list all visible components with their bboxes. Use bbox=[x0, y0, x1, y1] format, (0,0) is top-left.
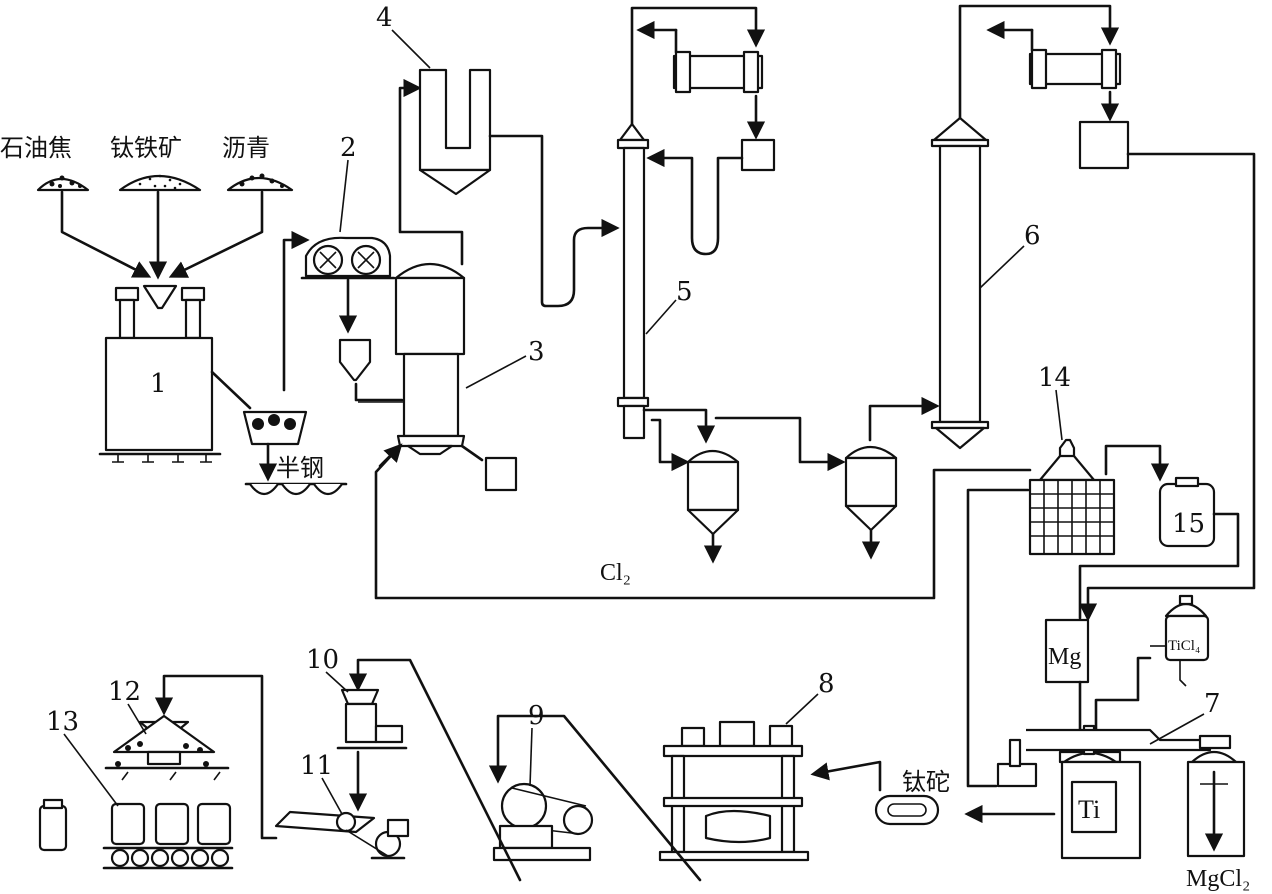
vibrating-screen bbox=[336, 688, 408, 750]
chlorine-recycle-line bbox=[374, 443, 1032, 600]
sponge-to-press-arrow bbox=[810, 760, 882, 792]
label-15: 15 bbox=[1172, 509, 1205, 539]
label-6: 6 bbox=[1024, 221, 1041, 251]
label-12: 12 bbox=[108, 677, 141, 707]
asphalt-pile bbox=[226, 177, 294, 192]
label-1: 1 bbox=[150, 369, 167, 399]
semi-steel-label: 半钢 bbox=[276, 454, 324, 482]
separator-2 bbox=[844, 445, 898, 560]
semi-steel-ladles bbox=[242, 410, 348, 496]
crusher-9-to-screen-10 bbox=[348, 658, 522, 882]
product-drum bbox=[38, 804, 68, 852]
tower-5-to-separator-1 bbox=[642, 408, 716, 444]
label-7: 7 bbox=[1204, 689, 1221, 719]
raw-material-piles bbox=[36, 173, 294, 192]
feed-hopper bbox=[338, 338, 372, 382]
settler-to-tower-5 bbox=[488, 134, 620, 308]
mgcl2-label: MgCl₂ bbox=[1186, 866, 1250, 892]
magnesium-label: Mg bbox=[1048, 644, 1081, 670]
ilmenite-label: 钛铁矿 bbox=[110, 134, 182, 162]
reactor-crossbeam bbox=[996, 728, 1212, 788]
label-4: 4 bbox=[376, 3, 393, 33]
label-11: 11 bbox=[300, 751, 333, 781]
titanium-label: Ti bbox=[1078, 795, 1100, 824]
tower-5-top-loop bbox=[630, 6, 776, 256]
titanium-sponge-ingot bbox=[874, 794, 940, 826]
ticl4-label: TiCl₄ bbox=[1168, 638, 1200, 654]
separator-1 bbox=[686, 449, 740, 564]
label-8: 8 bbox=[818, 669, 835, 699]
jaw-crusher bbox=[492, 782, 594, 862]
press-to-crusher-9 bbox=[488, 714, 702, 882]
conveyor-to-packer bbox=[154, 674, 278, 840]
ticl4-feed-tank bbox=[1086, 594, 1210, 764]
cell-to-reactor-line bbox=[966, 488, 1030, 788]
hydraulic-press bbox=[658, 720, 810, 862]
furnace-body bbox=[104, 336, 214, 452]
label-2: 2 bbox=[340, 133, 357, 163]
electric-furnace bbox=[98, 284, 252, 463]
mg-return-line bbox=[1078, 512, 1240, 620]
belt-conveyor bbox=[274, 810, 410, 860]
petroleum-coke-label: 石油焦 bbox=[0, 134, 72, 162]
mgcl2-collector bbox=[1186, 734, 1246, 858]
magnesium-feed-tank bbox=[1044, 618, 1090, 764]
rectification-column bbox=[930, 116, 990, 450]
separator-1-to-separator-2 bbox=[714, 416, 846, 472]
tower-6-top-loop bbox=[958, 4, 1256, 622]
label-14: 14 bbox=[1038, 363, 1071, 393]
chlorine-label: Cl₂ bbox=[600, 560, 631, 586]
ilmenite-pile bbox=[118, 174, 202, 192]
packaging-drums bbox=[38, 798, 234, 870]
electrolytic-cell bbox=[1028, 438, 1116, 556]
separator-2-to-tower-6 bbox=[868, 396, 940, 442]
reduction-reactor bbox=[1058, 724, 1142, 860]
condenser-tower bbox=[616, 122, 650, 440]
roll-crusher bbox=[300, 236, 396, 280]
raw-material-feed-lines bbox=[60, 190, 264, 280]
chlorinator-gas-to-cyclone bbox=[398, 78, 464, 266]
residue-bin bbox=[484, 456, 518, 492]
label-5: 5 bbox=[676, 277, 693, 307]
packaging-hopper bbox=[104, 714, 230, 781]
dust-settler bbox=[418, 68, 492, 196]
label-13: 13 bbox=[46, 707, 79, 737]
label-9: 9 bbox=[528, 701, 545, 731]
petroleum-coke-pile bbox=[36, 177, 90, 192]
asphalt-label: 沥青 bbox=[222, 134, 270, 162]
screw-feeder bbox=[354, 382, 404, 403]
label-3: 3 bbox=[528, 337, 545, 367]
chlorinator bbox=[378, 262, 518, 492]
ladle-to-crusher-line bbox=[282, 230, 310, 392]
label-10: 10 bbox=[306, 645, 339, 675]
titanium-sponge-label: 钛砣 bbox=[902, 768, 950, 796]
